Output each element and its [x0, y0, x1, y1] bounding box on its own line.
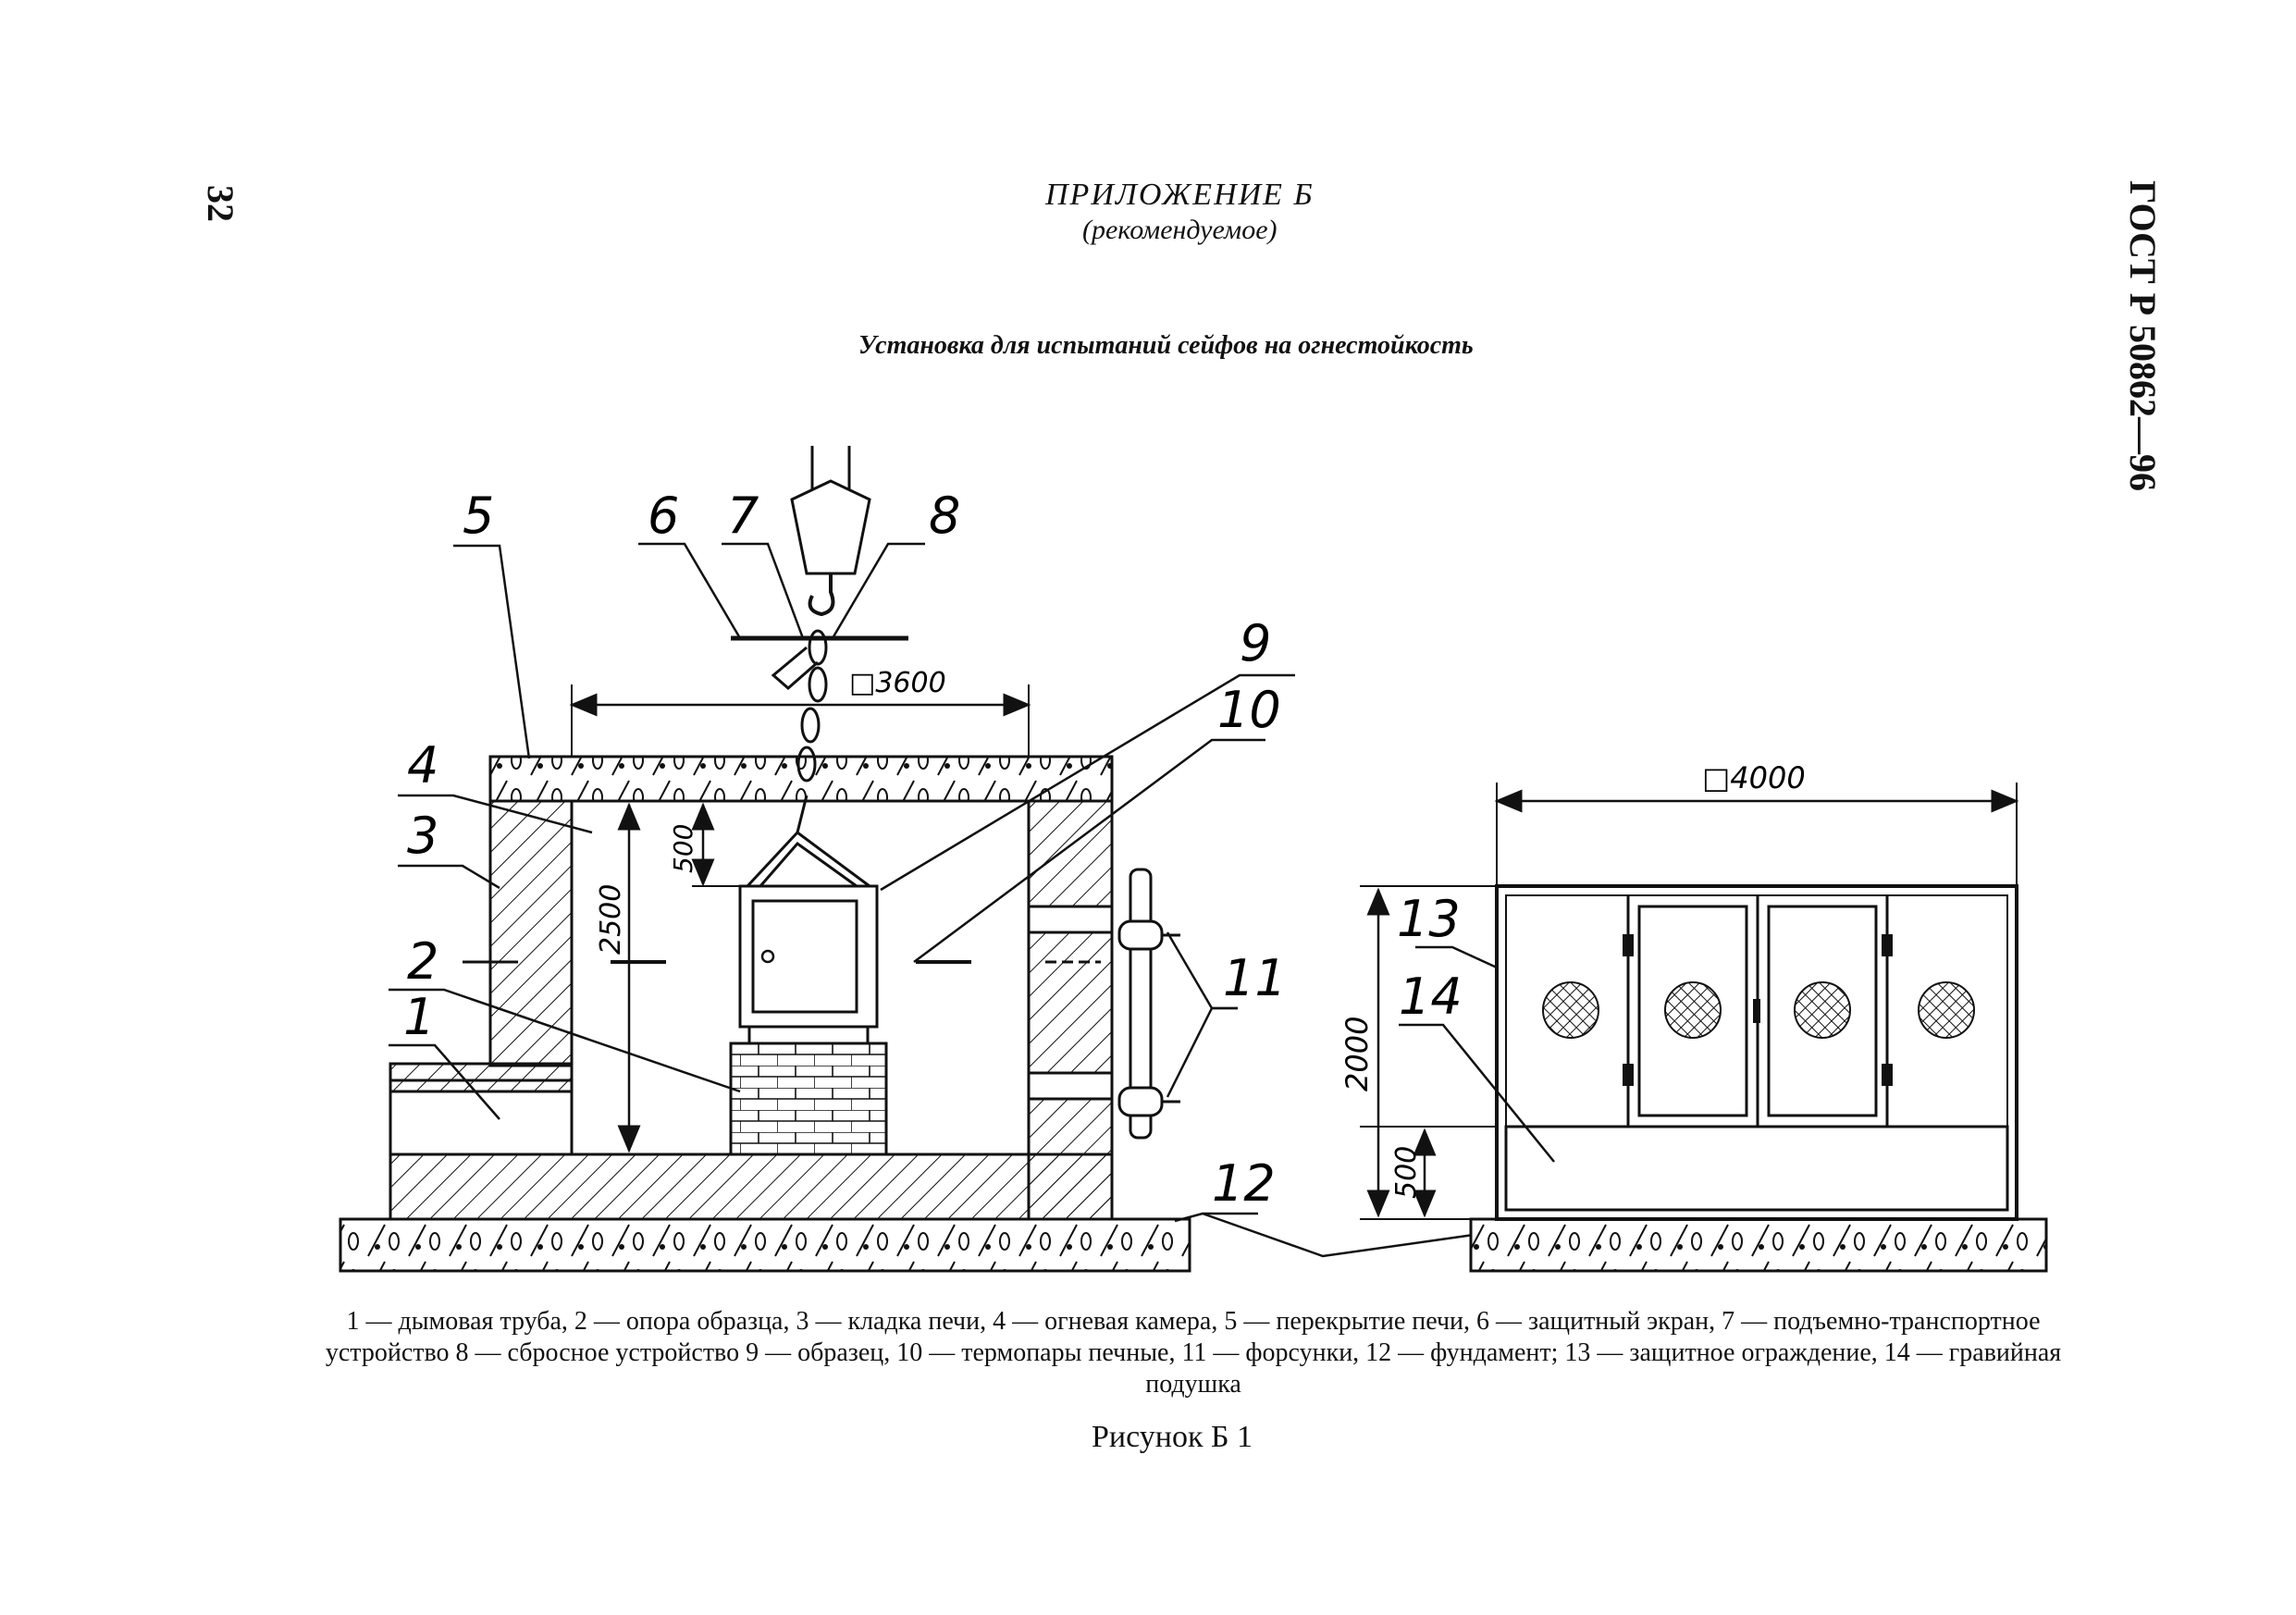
dim-enclosure-width: □4000 [1702, 760, 1806, 795]
callout-10: 10 [1217, 681, 1281, 739]
callout-9: 9 [1240, 614, 1271, 672]
vent-mesh [1664, 981, 1722, 1039]
safe-sample [738, 884, 879, 1029]
callout-6: 6 [648, 487, 679, 545]
callout-4: 4 [407, 736, 438, 795]
enclosure-front-view: □4000 2000 500 13 14 [1339, 760, 2048, 1273]
burners [1117, 868, 1180, 1140]
dim-chamber-width: □3600 [849, 667, 946, 699]
appendix-title: ПРИЛОЖЕНИЕ Б [1045, 178, 1315, 212]
figure-heading: Установка для испытаний сейфов на огнест… [858, 331, 1474, 360]
lifting-device [771, 446, 871, 783]
dim-height-2000: 2000 [1339, 1017, 1375, 1091]
callout-5: 5 [463, 487, 494, 545]
dim-base-500: 500 [1390, 1146, 1423, 1199]
vent-mesh [1794, 981, 1851, 1039]
furnace-wall-right [1027, 795, 1114, 1221]
appendix-subtitle: (рекомендуемое) [1082, 215, 1278, 245]
sample-support [729, 1042, 888, 1156]
furnace-wall-left [488, 795, 574, 1067]
callout-11: 11 [1223, 949, 1287, 1007]
callout-13: 13 [1397, 890, 1461, 948]
vent-mesh [1918, 981, 1975, 1039]
foundation [339, 1217, 1191, 1273]
gravel-cushion [1504, 1125, 2009, 1212]
furnace-side-view: □3600 2500 500 5 4 3 2 1 6 [339, 446, 1481, 1273]
vent-mesh [1542, 981, 1599, 1039]
callout-1: 1 [403, 988, 435, 1046]
callout-8: 8 [929, 487, 960, 545]
callout-14: 14 [1399, 968, 1463, 1026]
figure-label: Рисунок Б 1 [1092, 1420, 1253, 1454]
callout-2: 2 [407, 932, 438, 991]
dim-gap-500: 500 [668, 824, 698, 873]
callout-3: 3 [407, 807, 438, 865]
figure-caption: 1 — дымовая труба, 2 — опора образца, 3 … [325, 1307, 2062, 1399]
callout-12: 12 [1212, 1154, 1276, 1213]
dim-height-2500: 2500 [595, 884, 627, 955]
callout-7: 7 [727, 487, 759, 545]
